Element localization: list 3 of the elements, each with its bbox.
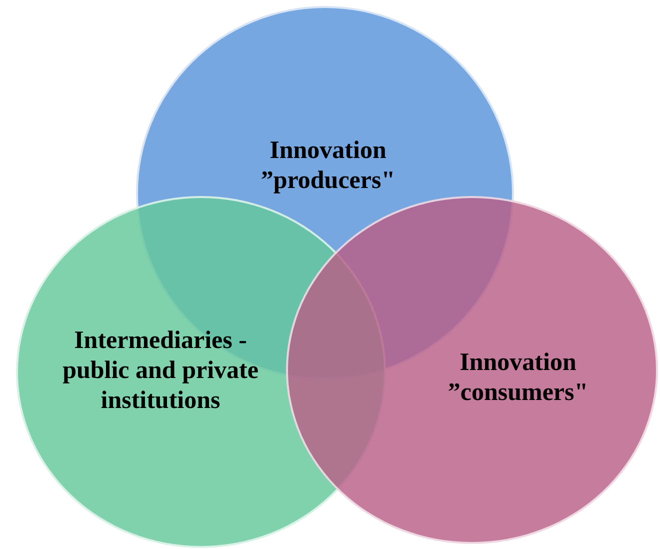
circle-label: Innovation ”producers"	[260, 136, 396, 196]
circle-label: Innovation ”consumers"	[446, 348, 590, 408]
circle-label: Intermediaries - public and private institutions	[62, 326, 260, 416]
